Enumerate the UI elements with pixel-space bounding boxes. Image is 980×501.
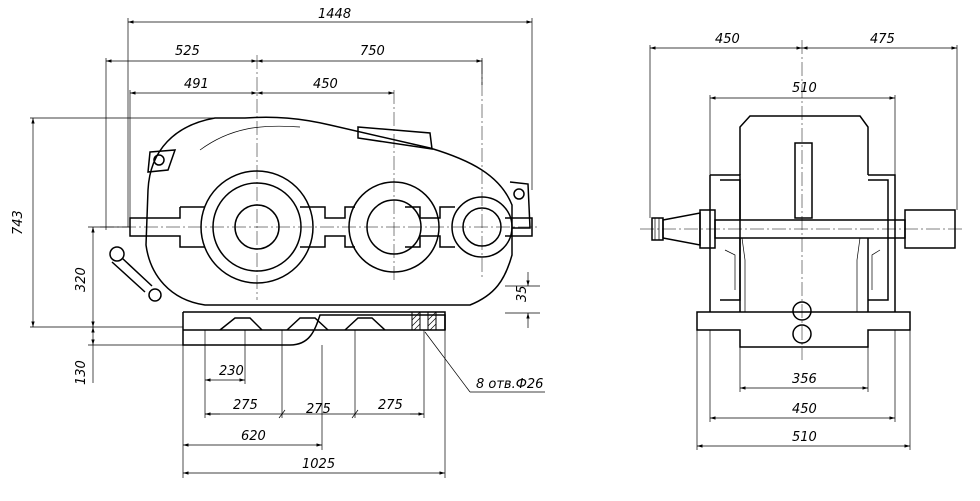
svg-text:1448: 1448 <box>318 7 351 22</box>
svg-text:35: 35 <box>515 285 530 302</box>
base-frame <box>182 312 446 346</box>
dim-side-450-top: 450 <box>650 32 802 50</box>
dim-525: 525 <box>106 44 257 63</box>
oil-dipstick <box>109 246 153 293</box>
svg-text:475: 475 <box>870 32 895 47</box>
svg-text:750: 750 <box>360 44 385 59</box>
dim-1448: 1448 <box>128 7 532 24</box>
dim-230: 230 <box>205 364 245 382</box>
svg-text:450: 450 <box>313 77 338 92</box>
svg-text:743: 743 <box>11 210 26 235</box>
dim-35: 35 <box>515 272 530 328</box>
dim-130: 130 <box>74 327 95 385</box>
housing-outline <box>145 116 513 306</box>
dim-320: 320 <box>74 227 95 327</box>
svg-text:320: 320 <box>74 267 89 292</box>
dim-side-356: 356 <box>740 372 868 390</box>
dim-743: 743 <box>11 118 35 327</box>
dim-side-450-bottom: 450 <box>710 402 895 420</box>
svg-text:275: 275 <box>306 402 331 417</box>
svg-text:510: 510 <box>792 81 817 96</box>
dim-side-510-top: 510 <box>710 81 895 100</box>
svg-text:510: 510 <box>792 430 817 445</box>
bearing-strip <box>129 206 533 248</box>
svg-text:275: 275 <box>378 398 403 413</box>
svg-text:1025: 1025 <box>302 457 335 472</box>
svg-text:230: 230 <box>219 364 244 379</box>
side-shaft <box>714 219 906 239</box>
side-shaft-right-end <box>904 209 956 249</box>
dim-750: 750 <box>257 44 482 63</box>
svg-text:450: 450 <box>792 402 817 417</box>
svg-text:130: 130 <box>74 360 89 385</box>
bolt-hole-section <box>411 311 437 331</box>
lifting-lug-right <box>509 181 531 229</box>
dim-side-475: 475 <box>802 32 957 50</box>
dim-450-front: 450 <box>257 77 394 95</box>
dim-275-row: 275 275 275 <box>205 398 424 419</box>
front-view: 1448 525 750 491 450 743 320 130 <box>11 7 545 478</box>
side-base <box>696 311 911 348</box>
dim-620: 620 <box>183 429 322 447</box>
lifting-lug-left <box>147 149 177 173</box>
svg-text:8 отв.Ф26: 8 отв.Ф26 <box>476 377 543 392</box>
hole-note-leader: 8 отв.Ф26 <box>424 331 545 393</box>
svg-text:491: 491 <box>184 77 209 92</box>
svg-text:356: 356 <box>792 372 817 387</box>
inspection-cover <box>357 126 433 150</box>
lower-hook <box>148 288 162 302</box>
svg-text:450: 450 <box>715 32 740 47</box>
side-housing-top <box>739 115 869 175</box>
dim-side-510-bottom: 510 <box>697 430 910 448</box>
dim-491: 491 <box>130 77 257 95</box>
svg-text:275: 275 <box>233 398 258 413</box>
svg-text:525: 525 <box>175 44 200 59</box>
svg-text:620: 620 <box>241 429 266 444</box>
dim-1025: 1025 <box>183 457 445 475</box>
side-view: 450 475 510 356 450 510 <box>640 32 965 450</box>
